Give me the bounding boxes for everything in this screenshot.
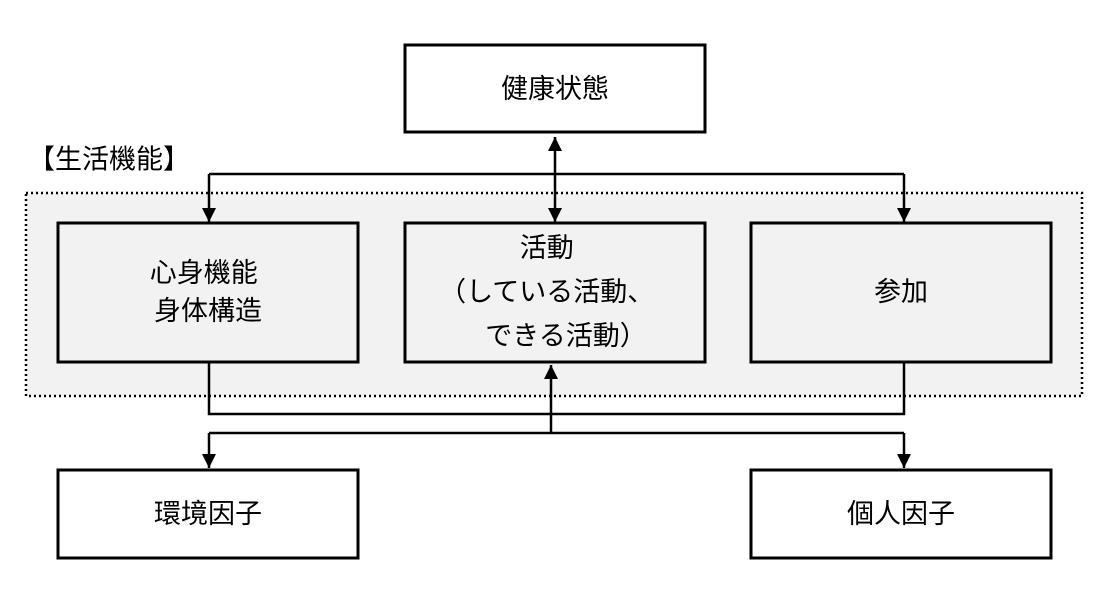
- connector-bottom-bus: [207, 362, 906, 416]
- svg-text:個人因子: 個人因子: [847, 499, 955, 530]
- svg-text:活動 （している活動、 できる活動）: 活動 （している活動、 できる活動）: [439, 233, 663, 352]
- svg-text:参加: 参加: [874, 277, 928, 308]
- node-body-function: 心身機能 身体構造: [56, 221, 360, 364]
- node-health-condition: 健康状態: [403, 43, 707, 134]
- node-environmental-factors: 環境因子: [56, 468, 360, 560]
- svg-text:健康状態: 健康状態: [501, 74, 609, 105]
- functioning-group-label: 【生活機能】: [28, 145, 190, 176]
- node-activity: 活動 （している活動、 できる活動）: [403, 221, 707, 364]
- node-participation: 参加: [749, 221, 1053, 364]
- svg-text:心身機能 身体構造: 心身機能 身体構造: [150, 258, 267, 327]
- node-personal-factors: 個人因子: [749, 468, 1053, 560]
- svg-text:環境因子: 環境因子: [154, 499, 262, 530]
